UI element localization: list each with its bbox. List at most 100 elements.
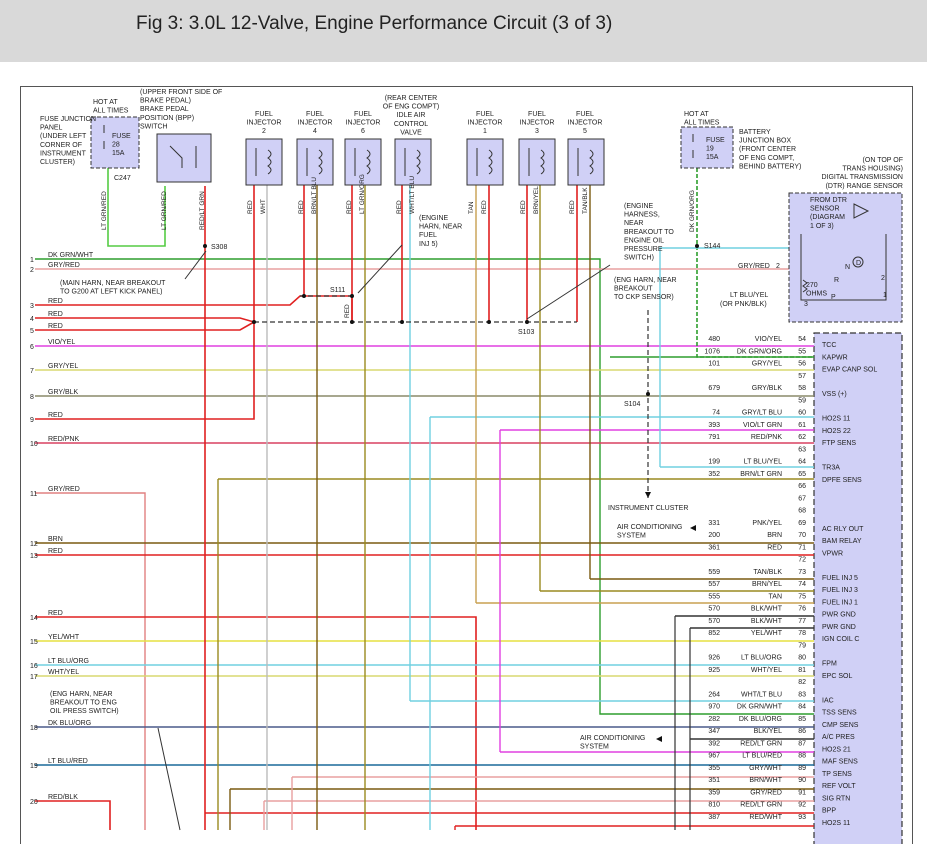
pcm-function-label: HO2S 21: [822, 746, 851, 753]
injector-wire-label: RED: [247, 200, 254, 214]
line-number: 18: [30, 725, 38, 732]
pcm-function-label: HO2S 11: [822, 820, 850, 827]
battery-box-location-line: JUNCTION BOX: [739, 138, 791, 145]
pcm-pin-number: 91: [798, 789, 806, 796]
splice-s104: S104: [624, 401, 640, 408]
pcm-function-label: EVAP CANP SOL: [822, 367, 877, 374]
injector-wire-label: RED: [346, 200, 353, 214]
pcm-circuit-number: 351: [708, 777, 720, 784]
splice-dot: [252, 320, 256, 324]
pcm-circuit-number: 570: [708, 618, 720, 625]
dtr-sensor-symbol: [800, 234, 887, 301]
line-number: 14: [30, 615, 38, 622]
injector-coil-symbol: [404, 148, 421, 176]
dtr-position-letter: N: [845, 264, 850, 271]
injector-coil-symbol: [306, 148, 323, 176]
pcm-circuit-number: 480: [708, 336, 720, 343]
title-bar: Fig 3: 3.0L 12-Valve, Engine Performance…: [0, 0, 927, 62]
callout-eng-harn-oil2-line: (ENG HARN, NEAR: [50, 691, 113, 698]
injector-label-line: FUEL: [255, 111, 273, 118]
pcm-pin-number: 79: [798, 642, 806, 649]
splice-s111: S111: [330, 287, 345, 294]
dtr-location-line: (ON TOP OF: [863, 157, 903, 164]
pcm-wire-label: DK GRN/ORG: [737, 348, 782, 355]
splice-dot: [302, 294, 306, 298]
pcm-circuit-number: 200: [708, 532, 720, 539]
left-wire-label: DK BLU/ORG: [48, 720, 91, 727]
injector-box: [344, 138, 382, 186]
line-number: 17: [30, 674, 38, 681]
pcm-function-label: FUEL INJ 1: [822, 599, 858, 606]
left-wire-label: GRY/RED: [48, 262, 80, 269]
injector-label-line: 6: [361, 128, 365, 135]
pcm-circuit-number: 264: [708, 691, 720, 698]
line-number: 12: [30, 541, 38, 548]
wire-red-blk: [35, 800, 111, 830]
fuse-junction-location-line: FUSE JUNCTION: [40, 116, 96, 123]
callout-ac-system-2-line: AIR CONDITIONING: [580, 735, 645, 742]
line-number: 11: [30, 491, 37, 498]
injector-label-line: FUEL: [476, 111, 494, 118]
pcm-wire-label: RED: [767, 544, 782, 551]
pcm-pin-number: 58: [798, 385, 806, 392]
injector-box: [296, 138, 334, 186]
dtr-location-line: (DTR) RANGE SENSOR: [826, 183, 903, 190]
left-wire-label: YEL/WHT: [48, 634, 80, 641]
pcm-function-label: PWR GND: [822, 624, 856, 631]
pcm-pin-number: 86: [798, 728, 806, 735]
pcm-wire-label: GRY/LT BLU: [742, 410, 782, 417]
fuse-junction-location-line: INSTRUMENT: [40, 150, 87, 157]
injector-wire-label: BRN/YEL: [533, 186, 540, 214]
pcm-wire-label: GRY/YEL: [752, 361, 782, 368]
pcm-circuit-number: 791: [708, 434, 720, 441]
pcm-function-label: BAM RELAY: [822, 538, 862, 545]
splice-dot: [646, 392, 650, 396]
injector-wire-label: RED: [298, 200, 305, 214]
ac-system-arrow-1: [690, 525, 696, 531]
injector-label-line: INJECTOR: [468, 120, 503, 127]
pcm-wire-label: RED/LT GRN: [740, 802, 782, 809]
fuse-19-label-line: 15A: [706, 154, 719, 161]
pcm-pin-number: 71: [798, 544, 806, 551]
pcm-pin-number: 84: [798, 704, 806, 711]
injector-box: [245, 138, 283, 186]
pcm-pin-number: 56: [798, 361, 806, 368]
pcm-wire-label: LT BLU/ORG: [741, 655, 782, 662]
pcm-circuit-number: 925: [708, 667, 720, 674]
line-number: 15: [30, 639, 38, 646]
injector-wire-label: RED: [569, 200, 576, 214]
dtr-position-letter: R: [834, 277, 839, 284]
pcm-pin-number: 87: [798, 740, 806, 747]
wire-label-lt-grn-red-bpp: LT GRN/RED: [161, 191, 168, 230]
fuse-junction-location-line: (UNDER LEFT: [40, 133, 87, 140]
dtr-inner-label-line: SENSOR: [810, 206, 840, 213]
pcm-pin-number: 70: [798, 532, 806, 539]
pcm-circuit-number: 359: [708, 789, 720, 796]
pcm-wire-label: GRY/RED: [750, 789, 782, 796]
splice-dot: [350, 320, 354, 324]
fuse-28-box: [90, 116, 140, 169]
callout-eng-harn-oil-line: ENGINE OIL: [624, 237, 664, 244]
callout-eng-harn-ckp-line: TO CKP SENSOR): [614, 294, 674, 301]
injector-label-line: OF ENG COMPT): [383, 104, 439, 111]
pcm-wire-label: RED/LT GRN: [740, 740, 782, 747]
pcm-pin-number: 89: [798, 765, 806, 772]
callout-eng-harn-oil-line: PRESSURE: [624, 246, 663, 253]
left-wire-label: RED: [48, 311, 63, 318]
bpp-switch-label-line: BRAKE PEDAL): [140, 98, 191, 105]
dtr-position-letter: D: [856, 260, 861, 267]
left-wire-label: VIO/YEL: [48, 339, 75, 346]
bpp-switch-symbol: [169, 145, 197, 168]
battery-box-location-line: BATTERY: [739, 129, 771, 136]
injector-wire-label: WHT/LT BLU: [409, 176, 416, 214]
bpp-switch-label-line: (UPPER FRONT SIDE OF: [140, 89, 222, 96]
dtr-ohms-label-line: OHMS: [806, 291, 827, 298]
splice-dot: [350, 294, 354, 298]
wire-label-red-lt-grn: RED/LT GRN: [199, 191, 206, 230]
pcm-pin-number: 81: [798, 667, 806, 674]
fuse-19-label-line: FUSE: [706, 137, 725, 144]
battery-hot-label-line: ALL TIMES: [684, 120, 720, 127]
pcm-circuit-number: 970: [708, 704, 720, 711]
callout-eng-harn-oil-line: BREAKOUT TO: [624, 229, 674, 236]
pcm-function-label: PWR GND: [822, 612, 856, 619]
